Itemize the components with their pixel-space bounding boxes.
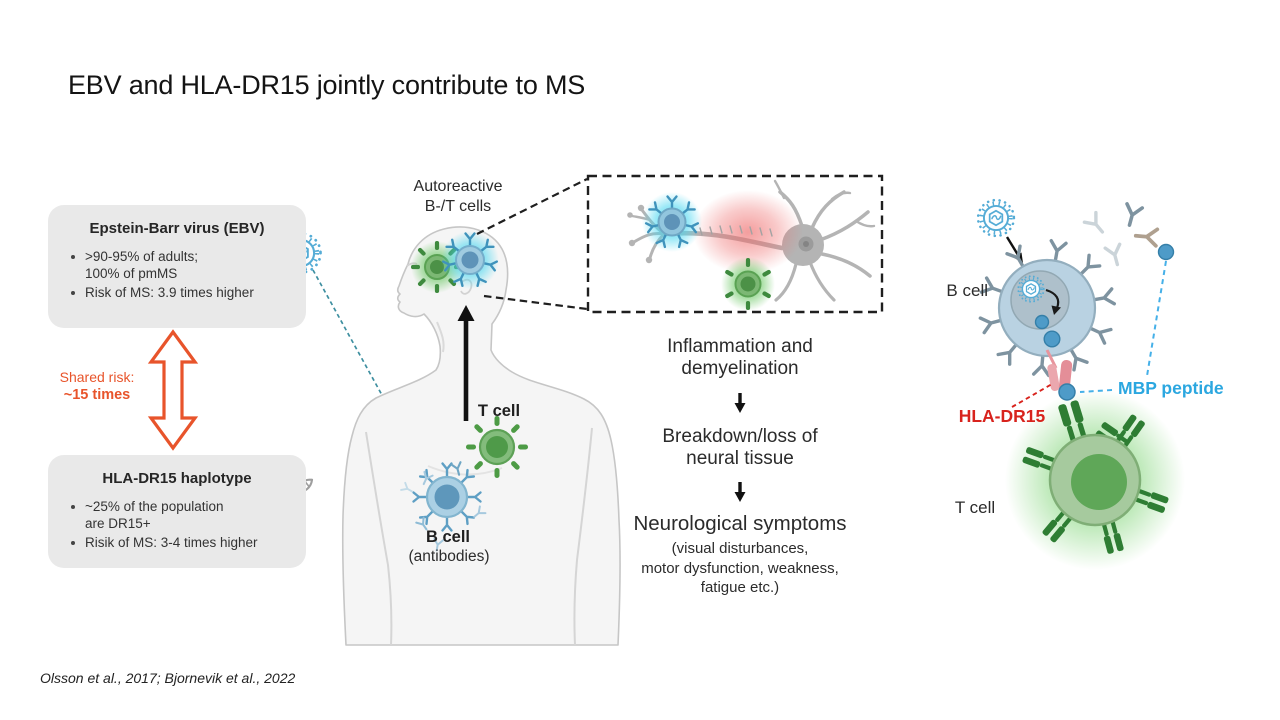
bullet-dot	[71, 505, 75, 509]
neuron-zoom-box	[586, 174, 884, 314]
mbp-dashed-lines	[1079, 260, 1167, 393]
hla-box-title: HLA-DR15 haplotype	[102, 470, 252, 487]
body-t-cell-icon	[466, 416, 528, 478]
ebv-bullet-1-line-1: >90-95% of adults;	[85, 249, 198, 264]
neuron-t-cell-icon	[721, 257, 775, 311]
autoreactive-line-1: Autoreactive	[413, 178, 503, 195]
shared-risk-line-2: ~15 times	[63, 387, 131, 404]
body-b-cell-sublabel: (antibodies)	[408, 548, 490, 565]
autoreactive-cells-label: Autoreactive B-/T cells	[378, 177, 538, 218]
right-t-cell-label: T cell	[954, 498, 996, 517]
ebv-bullet-1: >90-95% of adults; 100% of pmMS	[64, 248, 290, 283]
ebv-box-title: Epstein-Barr virus (EBV)	[89, 220, 265, 237]
body-t-cell-label: T cell	[477, 402, 521, 420]
hla-bullet-1-line-2: are DR15+	[85, 516, 151, 532]
hla-info-box: HLA-DR15 haplotype ~25% of the populatio…	[48, 455, 306, 568]
peptide-dots	[1034, 314, 1061, 348]
hla-bullet-1-line-1: ~25% of the population	[85, 499, 224, 514]
bullet-dot	[71, 255, 75, 259]
cascade-step-1: Inflammation and demyelination	[667, 336, 813, 380]
shared-risk-double-arrow-icon	[147, 329, 199, 451]
right-virus-icon	[976, 198, 1016, 238]
cascade-step-3-title: Neurological symptoms	[633, 512, 847, 535]
autoreactive-line-2: B-/T cells	[424, 198, 492, 216]
bullet-dot	[71, 290, 75, 295]
zoom-connector-lines	[476, 178, 588, 311]
shared-risk-line-1: Shared risk:	[59, 369, 135, 385]
cascade-step-2: Breakdown/loss of neural tissue	[662, 426, 818, 470]
hla-dr15-label: HLA-DR15	[958, 406, 1046, 426]
hla-dashed-pointer	[1011, 383, 1053, 408]
ebv-info-box: Epstein-Barr virus (EBV) >90-95% of adul…	[48, 205, 306, 328]
human-body-silhouette	[341, 226, 621, 646]
body-b-cell-label: B cell	[425, 528, 471, 546]
ebv-bullet-2: Risk of MS: 3.9 times higher	[64, 284, 290, 301]
body-b-cell-icon	[412, 462, 482, 532]
page-title: EBV and HLA-DR15 jointly contribute to M…	[68, 70, 586, 100]
bullet-dot	[71, 540, 75, 545]
mbp-peptide-dot-on-antibody	[1157, 243, 1175, 261]
right-b-cell-processing-arrow	[1045, 288, 1061, 315]
right-t-cell-body	[1048, 433, 1142, 527]
arrow-up-icon	[457, 305, 475, 421]
mbp-peptide-dot-presented	[1058, 383, 1076, 401]
right-b-cell-label: B cell	[946, 281, 988, 300]
cascade-step-3-details: (visual disturbances, motor dysfunction,…	[641, 540, 839, 596]
hla-bullet-2: Risik of MS: 3-4 times higher	[64, 534, 290, 551]
shared-risk-label: Shared risk: ~15 times	[38, 368, 156, 405]
neuron-illustration	[627, 179, 876, 302]
right-b-cell-icon	[978, 239, 1116, 378]
hla-bullet-1: ~25% of the population are DR15+	[64, 498, 290, 533]
citation: Olsson et al., 2017; Bjornevik et al., 2…	[40, 670, 296, 686]
head-b-cell-icon	[441, 231, 499, 289]
cascade-down-arrow-icons	[734, 393, 746, 502]
mbp-peptide-label: MBP peptide	[1118, 378, 1224, 398]
floating-antibodies-right	[1082, 202, 1175, 269]
ebv-bullet-1-line-2: 100% of pmMS	[85, 266, 178, 282]
neuron-b-cell-icon	[642, 192, 702, 252]
